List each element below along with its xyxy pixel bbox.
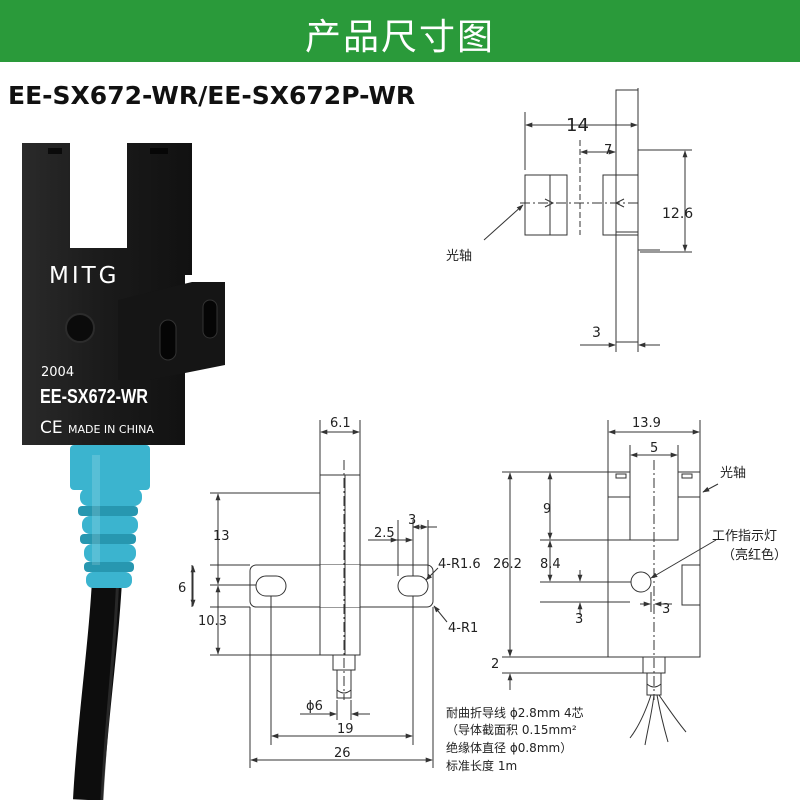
year-label: 2004: [41, 365, 74, 380]
end-optical-axis-label: 光轴: [720, 466, 746, 481]
dim-3-end-vertical: 3: [575, 612, 583, 627]
dim-6: 6: [178, 581, 186, 596]
dim-9: 9: [543, 502, 551, 517]
radius-4-r1-6: 4-R1.6: [438, 557, 481, 572]
side-view-drawing: [483, 88, 692, 352]
dim-3-side: 3: [592, 325, 601, 341]
dim-10-3: 10.3: [198, 614, 227, 629]
dim-7: 7: [604, 143, 612, 158]
dim-3-end-horizontal: 3: [662, 602, 670, 617]
dim-13-9: 13.9: [632, 416, 661, 431]
page-title: 产品尺寸图: [304, 17, 495, 58]
indicator-color-label: （亮红色）: [722, 547, 787, 563]
title-banner: 产品尺寸图: [0, 0, 800, 62]
cable-sleeve: [70, 445, 150, 588]
model-heading: EE-SX672-WR/EE-SX672P-WR: [8, 81, 416, 110]
dim-2: 2: [491, 657, 499, 672]
ce-mark: CE: [40, 418, 63, 438]
dim-2-5: 2.5: [374, 526, 395, 541]
body-model-label: EE-SX672-WR: [40, 386, 148, 408]
cable-note-line-4: 标准长度 1m: [446, 758, 517, 773]
cable-note-line-1: 耐曲折导线 ϕ2.8mm 4芯: [446, 705, 584, 720]
cable-notes: 耐曲折导线 ϕ2.8mm 4芯 （导体截面积 0.15mm² 绝缘体直径 ϕ0.…: [446, 705, 584, 773]
front-view-drawing: [190, 420, 448, 768]
dim-12-6: 12.6: [662, 206, 693, 222]
dim-14: 14: [566, 115, 589, 136]
dim-13: 13: [213, 529, 230, 544]
dim-6-1: 6.1: [330, 416, 351, 431]
dim-5: 5: [650, 441, 658, 456]
cable: [73, 559, 123, 800]
indicator-lamp: [65, 313, 95, 343]
dim-8-4: 8.4: [540, 557, 561, 572]
dim-3-front: 3: [408, 513, 416, 528]
side-view-labels: 14 7 12.6 3 光轴: [446, 115, 693, 341]
cable-note-line-2: （导体截面积 0.15mm²: [446, 723, 577, 737]
radius-4-r1: 4-R1: [448, 621, 478, 636]
made-in-label: MADE IN CHINA: [68, 423, 154, 436]
dim-phi-6: ϕ6: [306, 699, 323, 714]
dim-26: 26: [334, 746, 351, 761]
end-view-labels: 13.9 5 光轴 9 26.2 8.4 3 3 2 工作指示灯 （亮红色）: [491, 416, 787, 672]
indicator-label: 工作指示灯: [712, 529, 777, 544]
end-view-drawing: [502, 420, 719, 746]
front-view-labels: 6.1 13 6 10.3 2.5 3 4-R1.6 4-R1 ϕ6 19 26: [178, 416, 481, 761]
optical-axis-label: 光轴: [446, 249, 472, 264]
dim-19: 19: [337, 722, 354, 737]
dim-26-2: 26.2: [493, 557, 522, 572]
cable-note-line-3: 绝缘体直径 ϕ0.8mm）: [446, 740, 572, 755]
sensor-photo: MITG 2004 EE-SX672-WR CE MADE IN CHINA: [22, 143, 225, 800]
brand-logo: MITG: [49, 263, 120, 289]
